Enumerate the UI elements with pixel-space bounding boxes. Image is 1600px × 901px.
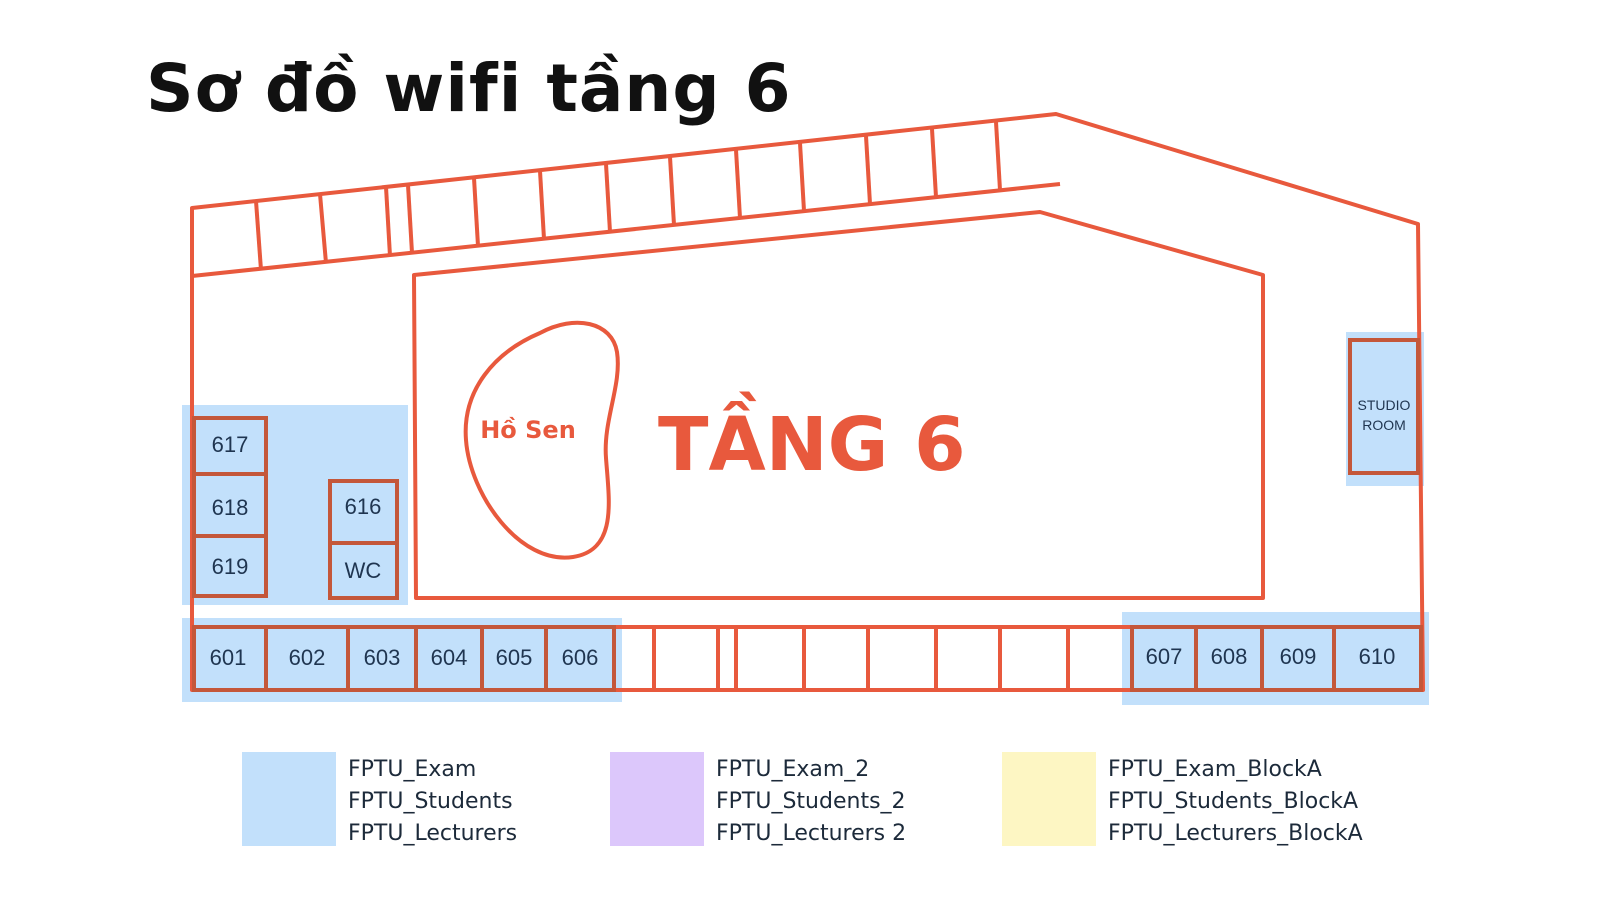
atrium-wall	[412, 210, 1265, 600]
south-west-block-outline	[192, 625, 616, 692]
room-label-602: 602	[289, 645, 326, 670]
room-label-610: 610	[1359, 644, 1396, 669]
room-label-601: 601	[210, 645, 247, 670]
legend-networks-yellow: FPTU_Exam_BlockA FPTU_Students_BlockA FP…	[1108, 754, 1363, 850]
floor-label: TẦNG 6	[658, 391, 966, 488]
legend-network-name: FPTU_Lecturers 2	[716, 821, 907, 846]
north-corridor-wall	[191, 182, 1061, 278]
legend-networks-purple: FPTU_Exam_2 FPTU_Students_2 FPTU_Lecture…	[716, 754, 906, 850]
room-outlines	[192, 338, 1423, 692]
room-label-609: 609	[1280, 644, 1317, 669]
legend-networks-blue: FPTU_Exam FPTU_Students FPTU_Lecturers	[348, 754, 517, 850]
legend-network-name: FPTU_Lecturers_BlockA	[1108, 821, 1363, 846]
room-label-608: 608	[1211, 644, 1248, 669]
zone-west-rooms	[182, 405, 408, 605]
legend-network-name: FPTU_Exam_BlockA	[1108, 757, 1322, 782]
studio-room-label-line1: STUDIO	[1358, 397, 1411, 413]
legend-item-purple: FPTU_Exam_2 FPTU_Students_2 FPTU_Lecture…	[610, 752, 906, 850]
room-label-617: 617	[212, 432, 249, 457]
studio-room-label-line2: ROOM	[1362, 417, 1406, 433]
legend-swatch-purple	[610, 752, 704, 846]
room-label-605: 605	[496, 645, 533, 670]
legend-network-name: FPTU_Students_2	[716, 789, 906, 814]
legend-network-name: FPTU_Exam	[348, 757, 477, 782]
north-room-dividers	[254, 121, 1002, 271]
legend-item-yellow: FPTU_Exam_BlockA FPTU_Students_BlockA FP…	[1002, 752, 1363, 850]
room-label-604: 604	[431, 645, 468, 670]
room-619-outline	[192, 534, 268, 598]
room-label-616: 616	[345, 494, 382, 519]
outer-wall	[190, 112, 1425, 692]
legend-swatch-blue	[242, 752, 336, 846]
legend-network-name: FPTU_Students_BlockA	[1108, 789, 1359, 814]
legend-network-name: FPTU_Lecturers	[348, 821, 518, 846]
page-title: Sơ đồ wifi tầng 6	[146, 50, 792, 127]
lake-label: Hồ Sen	[480, 416, 576, 444]
room-wc-outline	[328, 541, 399, 600]
room-label-606: 606	[562, 645, 599, 670]
room-label-607: 607	[1146, 644, 1183, 669]
room-label-618: 618	[212, 495, 249, 520]
legend-item-blue: FPTU_Exam FPTU_Students FPTU_Lecturers	[242, 752, 517, 850]
legend-swatch-yellow	[1002, 752, 1096, 846]
legend-network-name: FPTU_Exam_2	[716, 757, 870, 782]
zone-studio-room	[1346, 332, 1424, 486]
building-walls	[190, 112, 1425, 692]
legend-network-name: FPTU_Students	[348, 789, 513, 814]
south-east-block-outline	[1130, 625, 1423, 692]
south-room-dividers	[652, 627, 1070, 690]
room-label-619: 619	[212, 554, 249, 579]
lake-shape	[463, 320, 620, 560]
room-label-603: 603	[364, 645, 401, 670]
studio-room-outline	[1348, 338, 1420, 475]
room-label-wc: WC	[345, 558, 382, 583]
